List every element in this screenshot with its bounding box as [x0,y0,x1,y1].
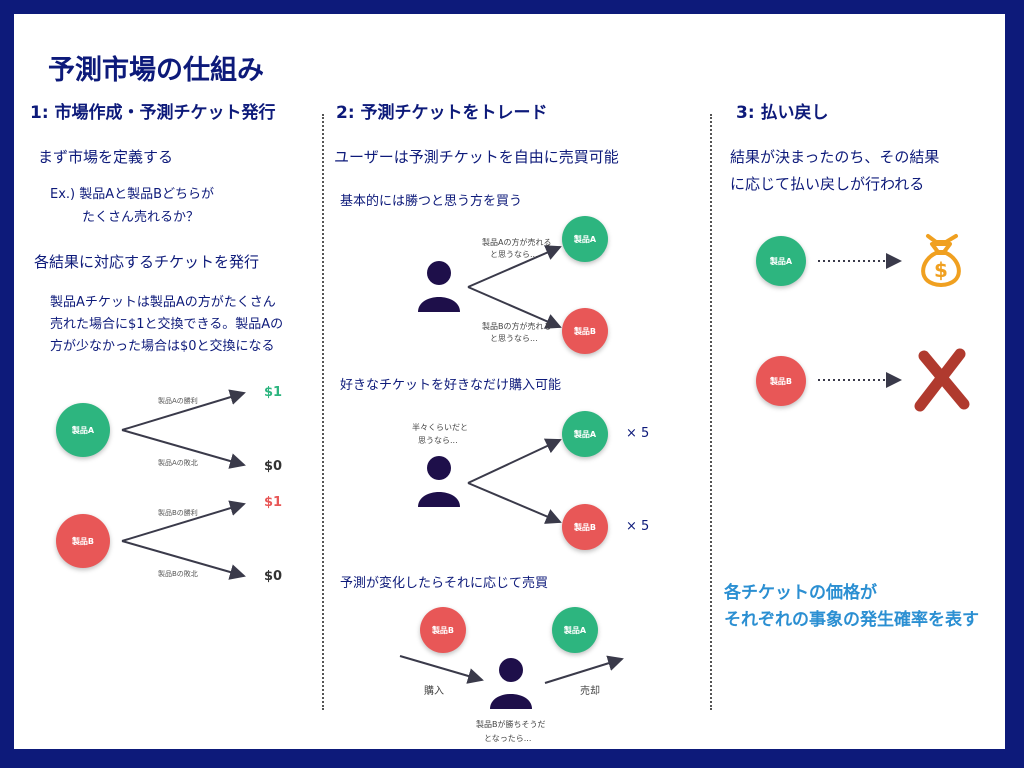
col3-product-b-label: 製品B [769,376,793,386]
col1-product-b-circle: 製品B [56,514,110,568]
s3-product-b-label: 製品B [431,625,455,635]
s3-buy: 購入 [424,686,444,697]
cross-icon [914,348,970,412]
divider-2 [710,114,712,710]
s2-product-a-circle: 製品A [562,411,608,457]
payout-a-zero: $0 [264,459,283,474]
s2-product-b-label: 製品B [573,522,597,532]
col3-product-a-circle: 製品A [756,236,806,286]
s1-product-b-circle: 製品B [562,308,608,354]
s2-think-1: 半々くらいだと [412,423,468,432]
summary-line2: それぞれの事象の発生確率を表す [724,610,979,630]
col2-s1: 基本的には勝つと思う方を買う [340,194,523,209]
col3-line1: 結果が決まったのち、その結果 [730,148,940,166]
col2-intro: ユーザーは予測チケットを自由に売買可能 [334,148,619,166]
col1-arrows [121,389,246,580]
label-b-lose: 製品Bの敗北 [158,570,198,578]
s3-product-a-label: 製品A [563,625,587,635]
arrow-b-win [121,500,246,542]
s2-times-b: × 5 [626,519,650,534]
arrow-a-lose [121,429,246,469]
col3-heading: 3: 払い戻し [736,103,829,123]
user-icon [418,261,460,312]
col1-desc-line1: 製品Aチケットは製品Aの方がたくさん [50,295,276,310]
arrow-b-lose [121,540,246,580]
col1-issue: 各結果に対応するチケットを発行 [34,253,260,271]
col3-dotted-arrows [818,253,902,388]
col1-example-line2: たくさん売れるか？ [82,210,200,225]
payout-a-one: $1 [264,385,283,400]
col3-product-a-label: 製品A [769,256,793,266]
col3-product-b-circle: 製品B [756,356,806,406]
s3-note-1: 製品Bが勝ちそうだ [476,720,546,729]
s2-product-b-circle: 製品B [562,504,608,550]
s3-sell: 売却 [580,686,600,697]
col2-arrows [399,245,624,684]
s2-times-a: × 5 [626,426,650,441]
svg-text:$: $ [934,258,948,282]
s3-note-2: となったら... [484,734,532,743]
payout-b-zero: $0 [264,569,283,584]
col1-product-b-label: 製品B [71,536,95,546]
col1-example-line1: Ex.) 製品Aと製品Bどちらが [50,187,215,202]
label-a-win: 製品Aの勝利 [158,397,198,405]
col2-s2: 好きなチケットを好きなだけ購入可能 [340,378,562,393]
payout-b-one: $1 [264,495,283,510]
s2-think-2: 思うなら... [418,436,458,445]
s1-down-note-2: と思うなら... [490,334,538,343]
col2-s3: 予測が変化したらそれに応じて売買 [340,576,549,591]
col1-product-a-circle: 製品A [56,403,110,457]
slide-frame [14,14,1005,749]
user-icon [490,658,532,709]
col1-define: まず市場を定義する [38,148,174,166]
label-a-lose: 製品Aの敗北 [158,459,198,467]
divider-1 [322,114,324,710]
s1-product-a-circle: 製品A [562,216,608,262]
page-title: 予測市場の仕組み [48,55,264,86]
col1-heading: 1: 市場作成・予測チケット発行 [30,103,276,123]
col1-desc-line3: 方が少なかった場合は$0と交換になる [50,339,275,354]
s1-up-note-2: と思うなら... [490,250,538,259]
s2-product-a-label: 製品A [573,429,597,439]
money-bag-icon: $ [921,234,961,288]
summary-line1: 各チケットの価格が [724,583,877,603]
s1-down-note-1: 製品Bの方が売れる [482,322,552,331]
col1-product-a-label: 製品A [71,425,95,435]
user-icon [418,456,460,507]
s1-up-note-1: 製品Aの方が売れる [482,238,552,247]
s1-product-a-label: 製品A [573,234,597,244]
col2-heading: 2: 予測チケットをトレード [336,103,548,123]
s3-product-b-circle: 製品B [420,607,466,653]
s3-product-a-circle: 製品A [552,607,598,653]
col1-desc-line2: 売れた場合に$1と交換できる。製品Aの [50,317,284,332]
arrow-a-win [121,389,246,431]
col3-line2: に応じて払い戻しが行われる [730,175,925,193]
label-b-win: 製品Bの勝利 [158,509,198,517]
s1-product-b-label: 製品B [573,326,597,336]
